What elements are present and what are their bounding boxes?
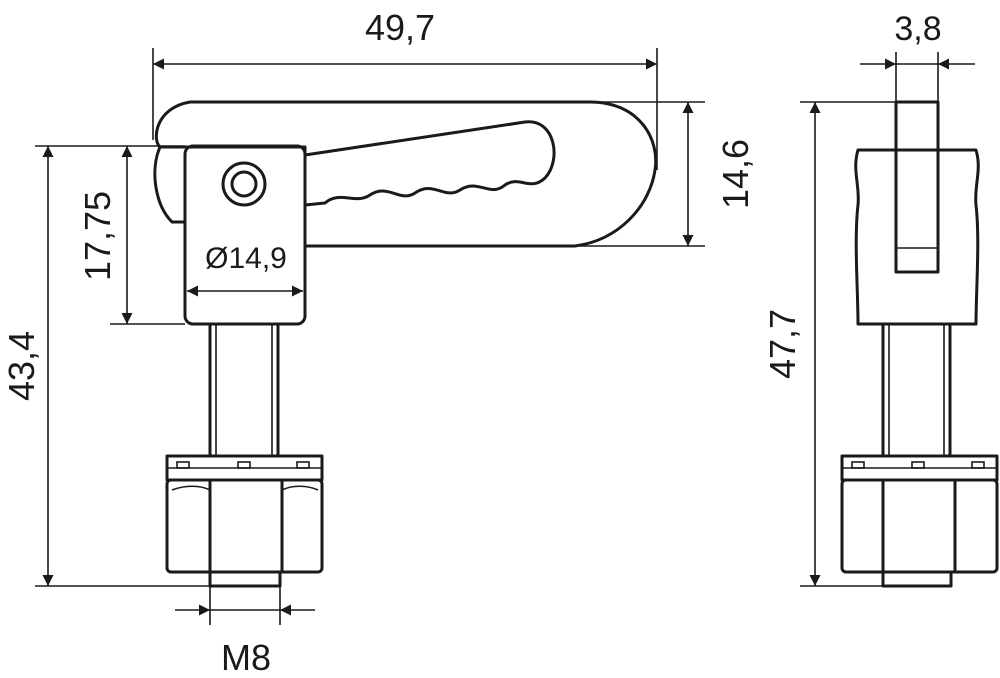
- label-lever-thickness: 3,8: [894, 10, 941, 48]
- lever-grip-slot: [303, 120, 556, 207]
- side-lever-edge: [894, 100, 940, 274]
- clamp-body: [183, 144, 307, 326]
- pivot-pin-outer: [221, 161, 267, 207]
- dimension-labels: 49,7 3,8 14,6 17,75 Ø14,9 43,4 47,7 M8: [1, 7, 942, 678]
- side-stud-end: [881, 570, 953, 588]
- washer-notch-3: [296, 461, 310, 469]
- label-total-height-front: 43,4: [1, 331, 42, 401]
- label-total-height-side: 47,7: [762, 309, 803, 379]
- hex-nut: [165, 478, 324, 574]
- label-lever-length: 49,7: [365, 7, 435, 48]
- dimension-lines: [35, 48, 975, 625]
- side-view: [840, 100, 999, 588]
- lever-left-end: [153, 145, 187, 224]
- washer-notch-1: [176, 461, 190, 469]
- label-body-diameter: Ø14,9: [205, 242, 287, 275]
- hex-nut-chamfer-right: [281, 485, 319, 491]
- front-view: [153, 100, 658, 588]
- label-lever-height: 14,6: [715, 139, 756, 209]
- side-washer-notch-3: [971, 461, 985, 469]
- side-washer-notch-1: [851, 461, 865, 469]
- hex-nut-chamfer-left: [171, 485, 211, 491]
- pivot-pin-inner: [230, 170, 258, 198]
- side-hex-nut: [840, 478, 999, 574]
- washer-notch-2: [237, 461, 251, 469]
- lever-outline: [154, 100, 658, 248]
- label-body-height: 17,75: [77, 191, 118, 281]
- stud-end: [208, 570, 282, 588]
- side-body: [854, 148, 980, 326]
- label-thread: M8: [221, 637, 271, 678]
- side-washer-notch-2: [911, 461, 925, 469]
